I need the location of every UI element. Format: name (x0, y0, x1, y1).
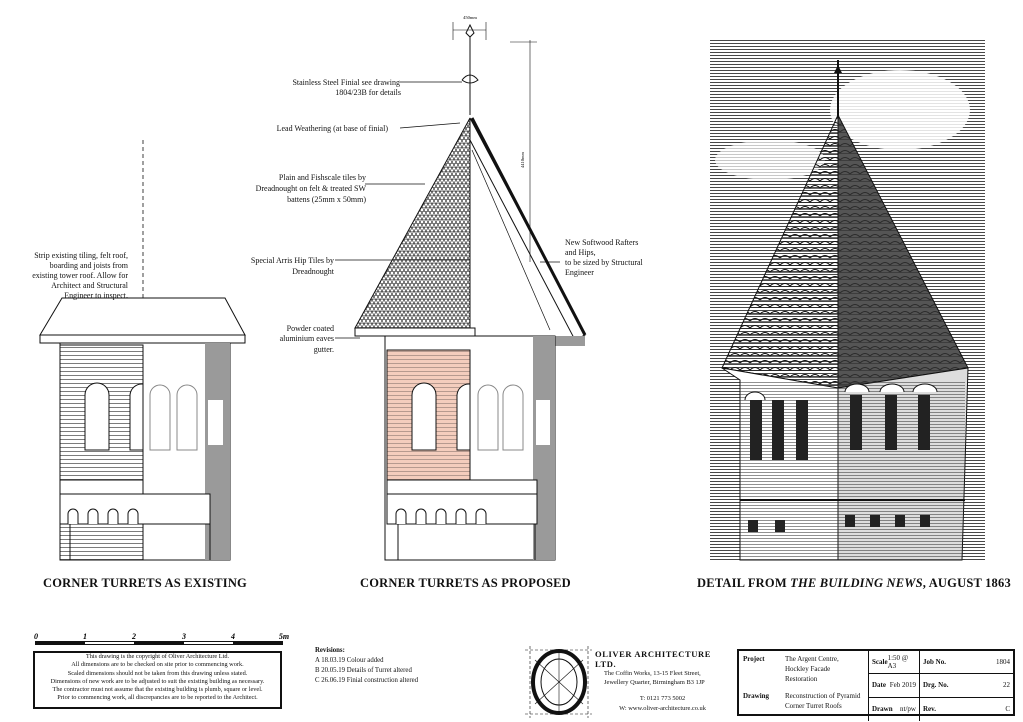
caption-detail-suffix: , AUGUST 1863 (922, 576, 1011, 590)
strip-note-5: Engineer to inspect. (64, 291, 128, 300)
gutter-note-1: Powder coated (287, 324, 334, 333)
scale-tick-1: 1 (83, 632, 87, 641)
drawing-label: Drawing (743, 692, 770, 700)
drawing-value: Reconstruction of Pyramid Corner Turret … (785, 692, 861, 710)
firm-address-2: Jewellery Quarter, Birmingham B3 1JP (604, 679, 705, 686)
tiles-note-3: battens (25mm x 50mm) (287, 195, 366, 204)
finial-note-1: Stainless Steel Finial see drawing (292, 78, 400, 87)
existing-turret-elevation (39, 140, 246, 561)
revision-item: C 26.06.19 Finial construction altered (315, 677, 419, 684)
copyright-notes: This drawing is the copyright of Oliver … (33, 651, 282, 709)
rafters-note-3: to be sized by Structural (565, 258, 644, 267)
note-line: Scaled dimensions should not be taken fr… (67, 669, 248, 677)
rafters-note-1: New Softwood Rafters (565, 238, 638, 247)
scale-label: Scale (872, 658, 888, 667)
dim-width: 450mm (463, 15, 477, 20)
revisions: Revisions: A 18.03.19 Colour added B 20.… (315, 646, 418, 686)
scale-tick-5: 5m (279, 632, 289, 641)
firm-name: OLIVER ARCHITECTURE LTD. (595, 649, 712, 669)
scale-tick-0: 0 (34, 632, 38, 641)
revision-item: A 18.03.19 Colour added (315, 657, 384, 664)
caption-detail-prefix: DETAIL FROM (697, 576, 791, 590)
firm-phone: T: 0121 773 5002 (639, 695, 686, 702)
rev-label: Rev. (923, 705, 937, 714)
strip-note-2: boarding and joists from (50, 261, 129, 270)
revision-item: B 20.05.19 Details of Turret altered (315, 667, 412, 674)
lead-note: Lead Weathering (at base of finial) (277, 124, 389, 133)
finial-note-2: 1804/23B for details (335, 88, 401, 97)
note-line: The contractor must not assume that the … (52, 686, 263, 694)
caption-detail: DETAIL FROM THE BUILDING NEWS, AUGUST 18… (697, 576, 1011, 591)
caption-proposed: CORNER TURRETS AS PROPOSED (360, 576, 571, 590)
firm-logo (525, 646, 592, 718)
scale-bar: 0 1 2 3 4 5m (34, 632, 289, 645)
scale-tick-3: 3 (181, 632, 186, 641)
strip-note-4: Architect and Structural (51, 281, 129, 290)
title-block: Project The Argent Centre, Hockley Facade… (737, 649, 1015, 721)
project-value: The Argent Centre, Hockley Facade Restor… (785, 655, 839, 683)
dim-height: 4410mm (520, 152, 525, 169)
note-line: Dimensions of new work are to be adjuste… (50, 677, 265, 685)
hip-note-2: Dreadnought (292, 267, 335, 276)
tiles-note-1: Plain and Fishscale tiles by (279, 173, 366, 182)
project-label: Project (743, 655, 765, 663)
job-label: Job No. (923, 658, 946, 667)
drawn-label: Drawn (872, 705, 893, 714)
tiles-note-2: Dreadnought on felt & treated SW (256, 184, 367, 193)
revisions-title: Revisions: (315, 647, 345, 654)
firm-details: OLIVER ARCHITECTURE LTD. The Coffin Work… (595, 649, 730, 714)
note-line: Prior to commencing work, all discrepanc… (57, 694, 258, 702)
drg-value: 22 (1003, 681, 1010, 690)
caption-detail-source: THE BUILDING NEWS (790, 576, 923, 590)
hip-note-1: Special Arris Hip Tiles by (251, 256, 334, 265)
rafters-note-2: and Hips, (565, 248, 596, 257)
scale-tick-4: 4 (230, 632, 235, 641)
strip-note-1: Strip existing tiling, felt roof, (34, 251, 128, 260)
firm-website: W: www.oliver-architecture.co.uk (619, 705, 706, 712)
job-value: 1804 (996, 658, 1010, 667)
note-line: All dimensions are to be checked on site… (71, 661, 244, 669)
scale-tick-2: 2 (131, 632, 136, 641)
annotations: Stainless Steel Finial see drawing 1804/… (32, 78, 401, 354)
caption-existing: CORNER TURRETS AS EXISTING (43, 576, 247, 590)
drg-label: Drg. No. (923, 681, 949, 690)
proposed-turret-elevation: 450mm 4410mm (335, 15, 587, 561)
rafters-note-4: Engineer (565, 268, 594, 277)
historic-engraving (710, 40, 985, 561)
strip-note-3: existing tower roof. Allow for (32, 271, 128, 280)
date-value: Feb 2019 (889, 681, 916, 690)
scale-value: 1:50 @ A3 (887, 654, 909, 671)
note-line: This drawing is the copyright of Oliver … (85, 653, 230, 660)
gutter-note-3: gutter. (314, 345, 334, 354)
gutter-note-2: aluminium eaves (280, 334, 334, 343)
date-label: Date (872, 681, 886, 690)
rev-value: C (1005, 705, 1010, 714)
drawn-value: nt/pw (900, 705, 916, 714)
firm-address-1: The Coffin Works, 13-15 Fleet Street, (604, 670, 701, 677)
